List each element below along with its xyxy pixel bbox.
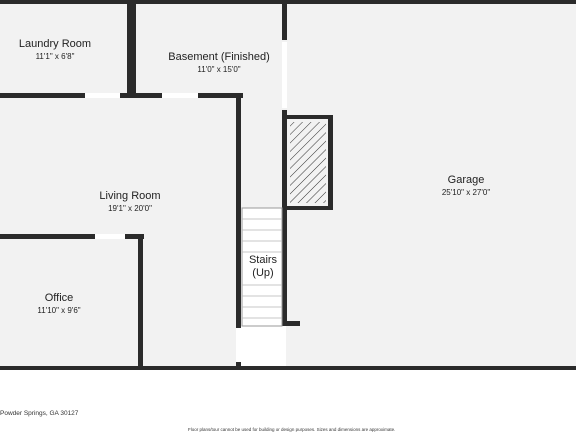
disclaimer-text: Floor plans/tour cannot be used for buil… (188, 427, 396, 432)
laundry-room-name: Laundry Room (19, 38, 91, 50)
openings (85, 42, 287, 362)
office-floor (0, 236, 140, 366)
utility-box (290, 122, 326, 203)
living-lower-floor (140, 236, 238, 366)
laundry-floor (0, 3, 130, 96)
hall-floor (238, 96, 286, 208)
basement-name: Basement (Finished) (168, 51, 270, 63)
office-name: Office (45, 292, 74, 304)
living-room-name: Living Room (99, 190, 160, 202)
basement-floor (133, 3, 286, 96)
basement-dims: 11'0" x 15'0" (197, 65, 240, 74)
property-address: Powder Springs, GA 30127 (0, 410, 79, 417)
stairs-direction: (Up) (252, 267, 273, 279)
garage-dims: 25'10" x 27'0" (442, 188, 490, 197)
office-dims: 11'10" x 9'6" (37, 306, 80, 315)
living-floor (0, 96, 238, 236)
stairs (241, 207, 283, 327)
walls (0, 0, 576, 370)
garage-floor (286, 3, 576, 366)
garage-name: Garage (448, 174, 485, 186)
living-room-dims: 19'1" x 20'0" (108, 204, 152, 213)
laundry-room-dims: 11'1" x 6'8" (36, 52, 75, 61)
stairs-name: Stairs (249, 254, 278, 266)
